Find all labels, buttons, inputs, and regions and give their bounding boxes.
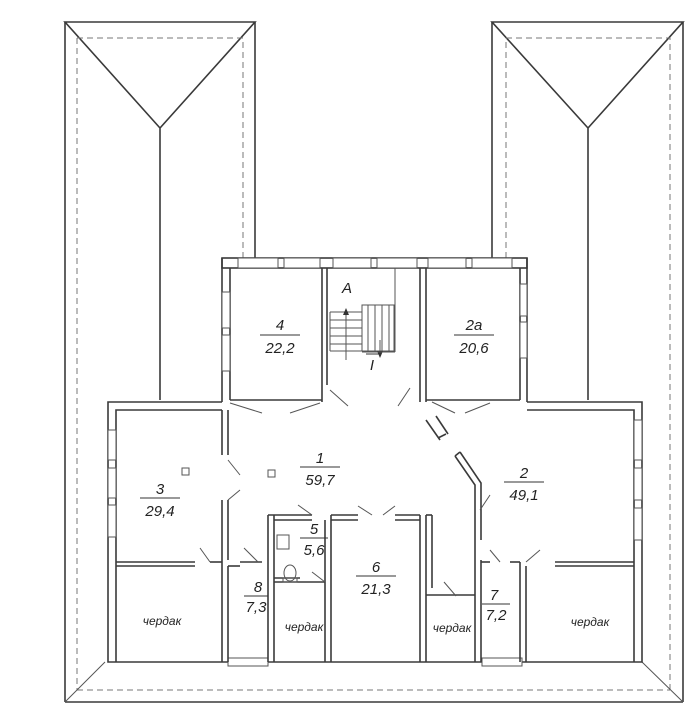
room-4-area: 22,2 <box>264 340 295 357</box>
room-1-area: 59,7 <box>305 472 335 489</box>
right-roof <box>490 21 685 702</box>
left-roof <box>63 21 257 702</box>
room-2a-area: 20,6 <box>458 340 489 357</box>
room-3-number: 3 <box>156 481 165 498</box>
room-8-number: 8 <box>254 579 263 596</box>
room-4-number: 4 <box>276 317 284 334</box>
room-3-area: 29,4 <box>144 503 174 520</box>
door-swings <box>199 387 541 597</box>
attic-label-middle: чердак <box>285 620 325 634</box>
lower-block <box>107 401 643 667</box>
room-5-area: 5,6 <box>304 542 326 559</box>
section-label: А <box>341 280 352 297</box>
bottom-roof <box>64 661 684 703</box>
upper-block <box>221 257 528 402</box>
attic-label-center-right: чердак <box>433 621 473 635</box>
room-5-number: 5 <box>310 521 319 538</box>
room-7-area: 7,2 <box>486 607 508 624</box>
room-2-number: 2 <box>519 465 529 482</box>
stair <box>329 268 396 360</box>
labels: А I 4 22,2 2а 20,6 1 59,7 3 29,4 2 49,1 … <box>140 280 611 635</box>
attic-label-right: чердак <box>571 615 611 629</box>
stair-label: I <box>370 357 374 374</box>
partitions <box>116 410 634 662</box>
room-2a-number: 2а <box>465 317 483 334</box>
room-8-area: 7,3 <box>246 599 268 616</box>
attic-label-left: чердак <box>143 614 183 628</box>
fixtures <box>181 467 298 583</box>
room-2-area: 49,1 <box>509 487 538 504</box>
room-6-area: 21,3 <box>360 581 391 598</box>
room-1-number: 1 <box>316 450 324 467</box>
room-7-number: 7 <box>490 587 499 604</box>
room-6-number: 6 <box>372 559 381 576</box>
